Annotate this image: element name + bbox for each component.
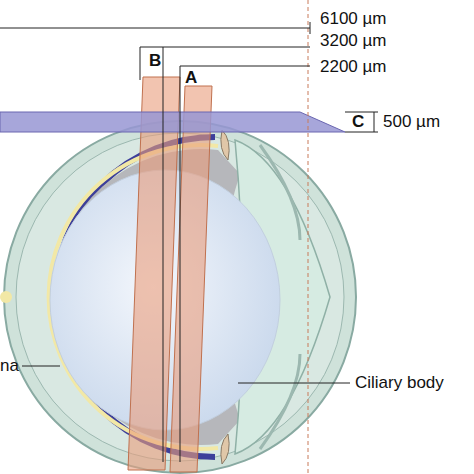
dimension-label: 2200 µm xyxy=(320,57,387,77)
plane-shape xyxy=(0,112,372,133)
dimension-label: na xyxy=(0,356,19,376)
plane-letter: C xyxy=(352,112,364,132)
section-plane: C xyxy=(0,112,372,133)
plane-letter: A xyxy=(185,68,197,88)
dimension-label: 6100 µm xyxy=(320,9,387,29)
dimension-label: Ciliary body xyxy=(355,373,444,393)
dimension-label: 500 µm xyxy=(383,112,440,132)
dimension-label: 3200 µm xyxy=(320,31,387,51)
plane-letter: B xyxy=(149,51,161,71)
